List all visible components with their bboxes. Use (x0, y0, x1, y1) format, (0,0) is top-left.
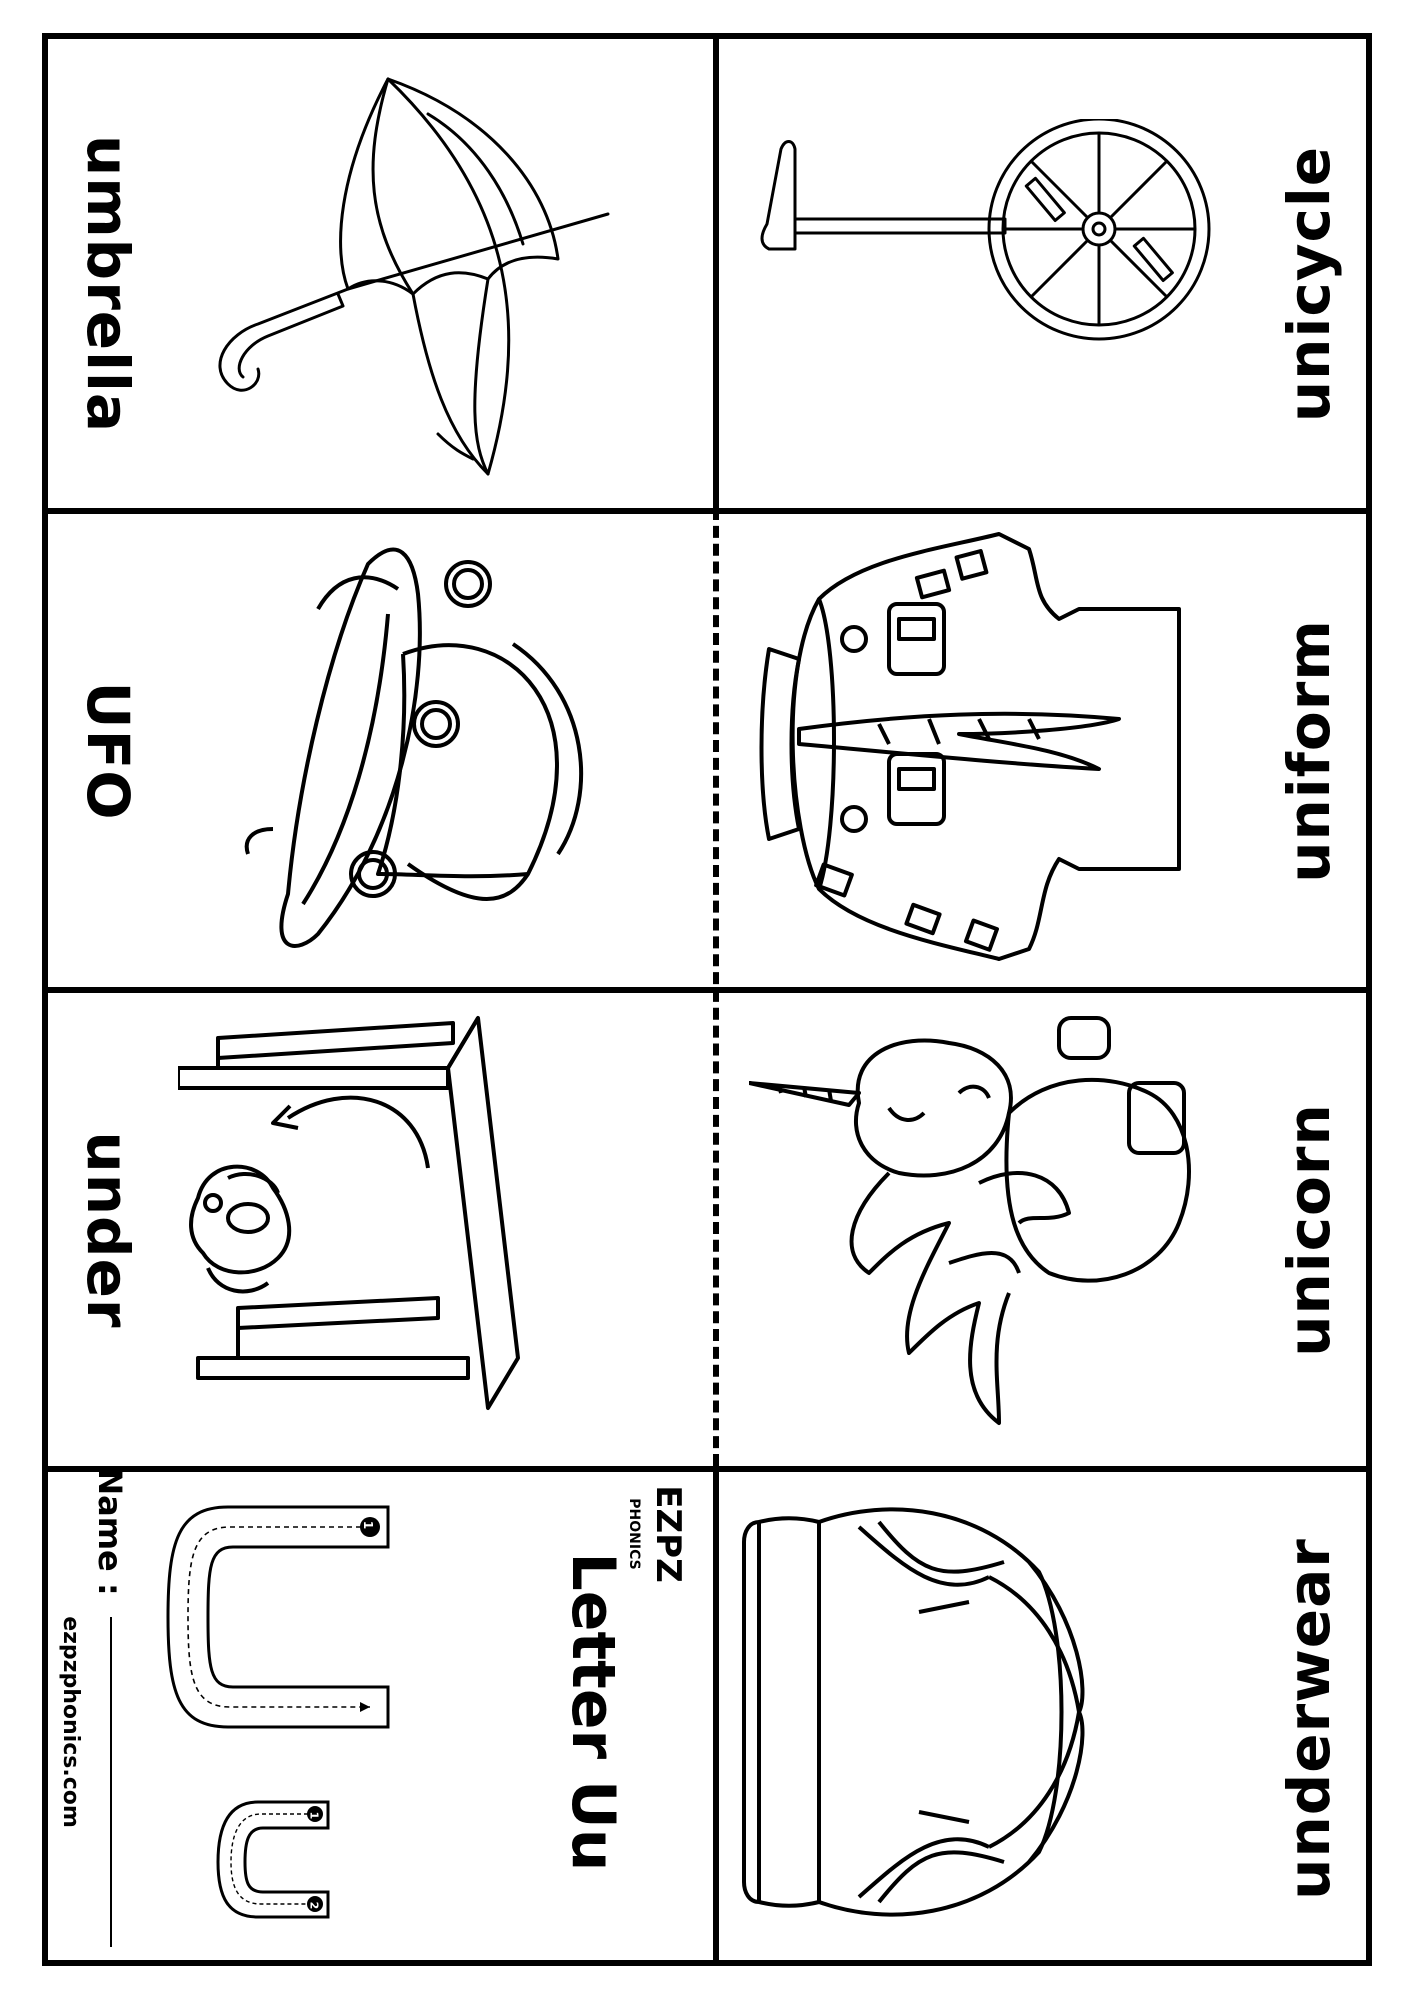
cut-line (48, 1466, 1366, 1472)
card-word: under (74, 1131, 142, 1329)
card-word: UFO (74, 681, 142, 821)
fold-line-solid (713, 39, 719, 508)
cut-line (48, 508, 1366, 514)
ezpz-logo-text: EZPZ (648, 1485, 688, 1583)
stroke-number: 1 (307, 1811, 321, 1820)
card-umbrella: umbrella (48, 39, 713, 508)
table-with-dog-illustration (178, 1016, 520, 1410)
cut-line (48, 987, 1366, 993)
card-underwear: underwear (719, 1472, 1378, 1966)
cover-card: EZPZ PHONICS Letter Uu Name : ezpzphonic… (48, 1472, 713, 1966)
card-word: unicorn (1275, 1103, 1343, 1357)
uppercase-u-tracing (166, 1505, 390, 1729)
unicorn-illustration (749, 1016, 1191, 1425)
website-text: ezpzphonics.com (58, 1616, 83, 1828)
stroke-number: 1 (361, 1520, 376, 1530)
card-unicycle: unicycle (719, 39, 1378, 508)
fold-line-solid (713, 1466, 719, 1966)
card-word: uniform (1275, 619, 1343, 883)
underwear-illustration (742, 1507, 1085, 1917)
name-label: Name : (91, 1472, 129, 1596)
card-word: underwear (1275, 1538, 1343, 1900)
card-uniform: uniform (719, 514, 1378, 987)
card-under: under (48, 993, 713, 1466)
mini-book-sheet: umbrella unicycle (42, 33, 1372, 1966)
card-unicorn: unicorn (719, 993, 1378, 1466)
umbrella-illustration (218, 77, 610, 476)
phonics-logo-text: PHONICS (626, 1498, 642, 1570)
stroke-number: 2 (307, 1901, 321, 1910)
card-word: unicycle (1275, 145, 1343, 423)
ufo-illustration (244, 547, 584, 948)
name-underline (110, 1617, 112, 1947)
card-word: umbrella (74, 134, 142, 434)
lowercase-u-tracing (216, 1800, 330, 1919)
uniform-illustration (759, 532, 1181, 961)
cover-title: Letter Uu (558, 1552, 628, 1872)
unicycle-illustration (760, 119, 1211, 341)
card-ufo: UFO (48, 514, 713, 987)
